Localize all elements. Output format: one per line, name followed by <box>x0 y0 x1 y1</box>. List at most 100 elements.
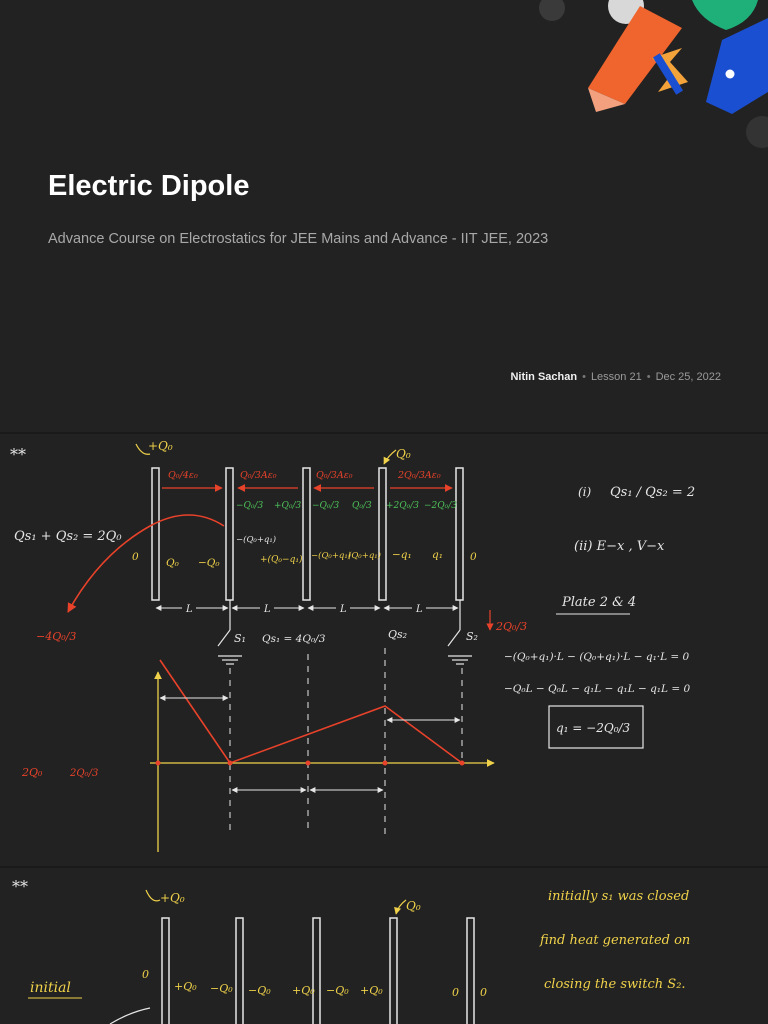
spacing-label: L <box>415 604 423 615</box>
orange-pencil-tip <box>588 88 625 112</box>
field-label: Q₀/3Aε₀ <box>316 470 353 481</box>
top-charge-right: Q₀ <box>396 447 411 461</box>
plate-1 <box>161 917 170 1024</box>
switch-label-s1: S₁ <box>234 632 246 645</box>
switch-blade <box>447 629 461 647</box>
spacing-label: L <box>339 604 347 615</box>
note-line-2: find heat generated on <box>539 933 690 948</box>
switch-blade <box>217 629 231 647</box>
induced-charge: −Q₀/3 <box>312 501 340 511</box>
field-label: Q₀/4ε₀ <box>168 470 198 481</box>
plate-charge: −Q₀ <box>326 984 349 997</box>
induced-charge: +Q₀/3 <box>274 501 302 511</box>
induced-charge: Q₀/3 <box>352 501 372 511</box>
arrow-in-right <box>394 899 407 915</box>
plate-3 <box>302 467 311 601</box>
result-box <box>548 705 644 749</box>
left-red-charge: −4Q₀/3 <box>36 630 76 643</box>
qs1-value: Qs₁ = 4Q₀/3 <box>262 633 326 645</box>
spacing-label: L <box>263 604 271 615</box>
spacing-label: L <box>185 604 193 615</box>
plate-5 <box>455 467 464 601</box>
induced-charge: −Q₀/3 <box>236 501 264 511</box>
plate-charge: −q₁ <box>392 549 412 561</box>
blue-bar-shape <box>652 53 684 95</box>
potential-graph <box>150 648 495 852</box>
lesson-meta: Nitin Sachan•Lesson 21•Dec 25, 2022 <box>510 371 721 383</box>
plate-3 <box>312 917 321 1024</box>
flow-arrow <box>109 1007 151 1024</box>
note-line-3: closing the switch S₂. <box>544 977 686 992</box>
decor-circle <box>539 0 565 21</box>
field-label: Q₀/3Aε₀ <box>240 470 277 481</box>
question-1-label: (i) <box>578 485 592 499</box>
lesson-title: Electric Dipole <box>48 170 250 202</box>
plate-charge: (Q₀+q₁) <box>348 550 381 561</box>
plate-charge: Q₀ <box>166 557 180 569</box>
field-label: 2Q₀/3Aε₀ <box>397 470 441 481</box>
plate-charge: +Q₀ <box>292 984 315 997</box>
plate-2 <box>225 467 234 601</box>
induced-charge: +2Q₀/3 <box>386 501 419 511</box>
right-red-charge: 2Q₀/3 <box>495 620 527 633</box>
top-charge-left: +Q₀ <box>148 439 173 453</box>
plate-charge: 0 <box>480 986 487 999</box>
plate-charge: +Q₀ <box>360 984 383 997</box>
arrow-in-left <box>135 443 151 455</box>
top-charge-right: Q₀ <box>406 899 421 913</box>
equation-1: −(Q₀+q₁)·L − (Q₀+q₁)·L − q₁·L = 0 <box>504 651 690 663</box>
plate-1 <box>151 467 160 601</box>
plate-charge: 0 <box>132 551 139 563</box>
plate-heading: Plate 2 & 4 <box>561 595 636 610</box>
boxed-result: q₁ = −2Q₀/3 <box>556 721 631 735</box>
plate-charge: −Q₀ <box>248 984 271 997</box>
plate-charge: 0 <box>470 551 477 563</box>
plate-5 <box>466 917 475 1024</box>
top-charge-left: +Q₀ <box>160 891 185 905</box>
plate-charge: +(Q₀−q₁) <box>260 554 303 565</box>
plate-charge: −Q₀ <box>210 982 233 995</box>
initial-label: initial <box>30 980 71 996</box>
question-1-expr: Qs₁ / Qs₂ = 2 <box>610 485 695 500</box>
potential-curve <box>159 659 463 764</box>
plate-4 <box>378 467 387 601</box>
plate-2 <box>235 917 244 1024</box>
plate-charge: −(Q₀+q₁) <box>311 550 351 561</box>
qs2-label: Qs₂ <box>388 628 407 641</box>
whiteboard-slide-1: ** +Q₀ Q₀ Q₀/4ε₀ Q₀/3Aε₀ Q₀/3Aε₀ 2Q₀/3Aε… <box>0 434 768 866</box>
switch-label-s2: S₂ <box>466 630 478 643</box>
charge-sum-equation: Qs₁ + Qs₂ = 2Q₀ <box>14 529 122 544</box>
arrow-in-left <box>145 889 161 902</box>
whiteboard-slide-2: ** +Q₀ Q₀ initial 0 +Q₀ −Q₀ −Q₀ +Q₀ −Q₀ … <box>0 868 768 1024</box>
plate-charge: −(Q₀+q₁) <box>236 534 276 545</box>
stars-mark: ** <box>10 445 26 464</box>
plate-charge: 0 <box>142 968 149 981</box>
lesson-date: Dec 25, 2022 <box>655 371 721 383</box>
decor-circle <box>746 116 768 148</box>
plate-4 <box>389 917 398 1024</box>
stars-mark: ** <box>12 877 28 896</box>
board-1-drawing: ** +Q₀ Q₀ Q₀/4ε₀ Q₀/3Aε₀ Q₀/3Aε₀ 2Q₀/3Aε… <box>10 439 695 852</box>
orange-pencil-shape <box>588 6 682 104</box>
lesson-number: Lesson 21 <box>590 371 642 383</box>
question-2: (ii) E−x , V−x <box>574 539 665 554</box>
plate-charge: +Q₀ <box>174 980 197 993</box>
cover-slide: Electric Dipole Advance Course on Electr… <box>0 0 768 432</box>
charge-flow-arrow <box>67 514 225 613</box>
note-line-1: initially s₁ was closed <box>548 889 689 904</box>
board-2-drawing: ** +Q₀ Q₀ initial 0 +Q₀ −Q₀ −Q₀ +Q₀ −Q₀ … <box>12 877 690 1024</box>
course-subtitle: Advance Course on Electrostatics for JEE… <box>48 231 549 247</box>
arrow-in-right <box>383 449 397 465</box>
author-name: Nitin Sachan <box>510 371 578 383</box>
bottom-red-label-b: 2Q₀/3 <box>69 768 98 779</box>
plate-charge: −Q₀ <box>198 557 220 569</box>
blue-pen-shape <box>706 18 768 114</box>
equation-2: −Q₀L − Q₀L − q₁L − q₁L − q₁L = 0 <box>504 683 690 695</box>
plate-charge: q₁ <box>432 549 443 561</box>
white-dot <box>725 69 735 79</box>
bottom-red-label-a: 2Q₀ <box>21 766 43 779</box>
decorative-art <box>539 0 768 148</box>
green-leaf-shape <box>692 0 758 30</box>
plate-charge: 0 <box>452 986 459 999</box>
induced-charge: −2Q₀/3 <box>424 501 457 511</box>
